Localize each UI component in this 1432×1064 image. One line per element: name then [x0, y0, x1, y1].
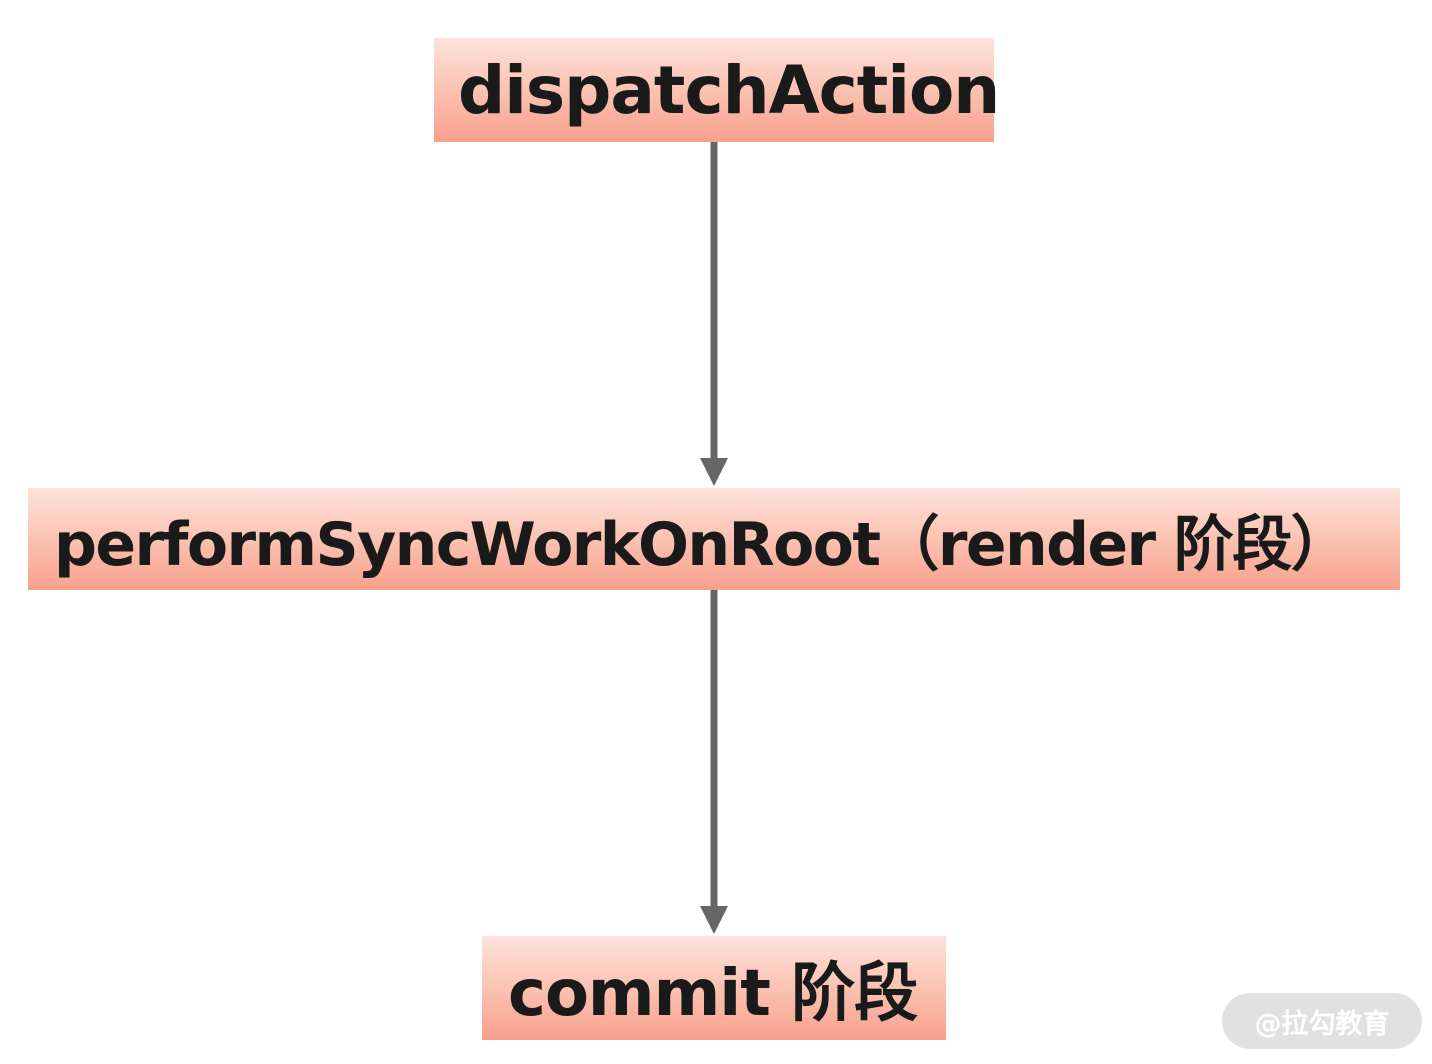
watermark-text: @拉勾教育: [1254, 1008, 1390, 1040]
node-commit-phase: commit 阶段: [482, 936, 946, 1040]
edge-dispatch-to-perform-arrowhead: [700, 458, 728, 486]
edge-perform-to-commit: [700, 590, 728, 934]
watermark-badge: @拉勾教育: [1222, 993, 1422, 1049]
node-dispatch-action: dispatchAction: [434, 38, 1000, 142]
node-dispatch-action-label: dispatchAction: [458, 51, 1000, 129]
node-perform-sync-work-on-root: performSyncWorkOnRoot（render 阶段）: [28, 488, 1400, 590]
edge-perform-to-commit-arrowhead: [700, 906, 728, 934]
node-perform-sync-work-on-root-label: performSyncWorkOnRoot（render 阶段）: [54, 509, 1351, 580]
node-commit-phase-label: commit 阶段: [508, 957, 918, 1031]
edge-dispatch-to-perform: [700, 142, 728, 486]
